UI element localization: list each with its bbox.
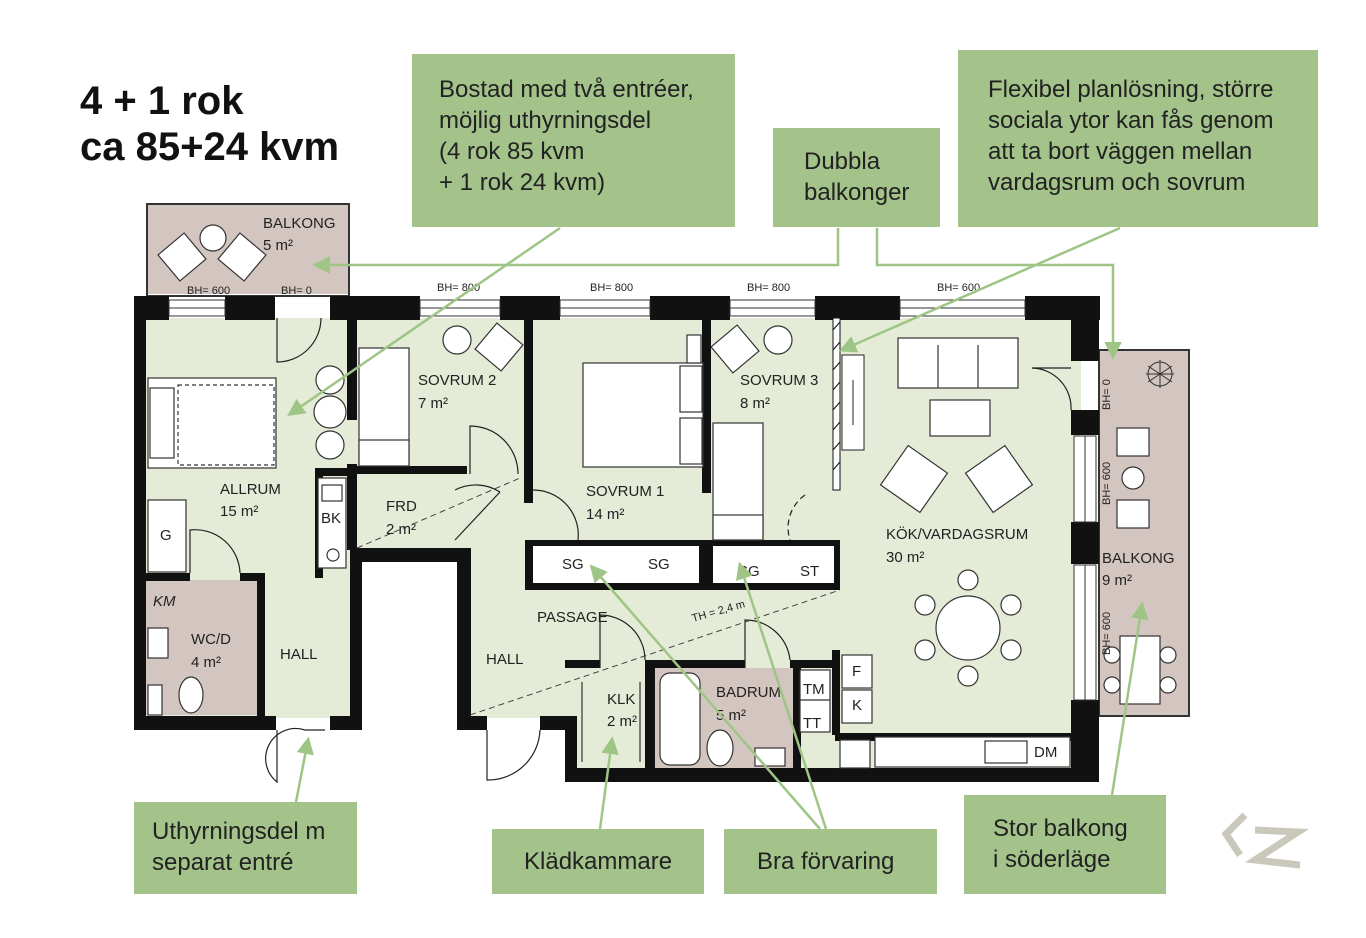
door-swings bbox=[189, 317, 1072, 784]
frd-area: 2 m² bbox=[386, 521, 416, 538]
callout-walk-in-closet: Klädkammare bbox=[492, 829, 704, 894]
callout-line: + 1 rok 24 kvm) bbox=[439, 169, 606, 196]
sg-label-2: SG bbox=[648, 556, 670, 573]
sg-label-1: SG bbox=[562, 556, 584, 573]
callout-big-balcony: Stor balkong i söderläge bbox=[964, 795, 1166, 894]
sovrum2-name: SOVRUM 2 bbox=[418, 372, 496, 389]
title-area: ca 85+24 kvm bbox=[80, 125, 340, 169]
callout-line: Bra förvaring bbox=[757, 848, 895, 875]
g-label: G bbox=[160, 527, 172, 544]
callout-line: Stor balkong bbox=[993, 815, 1128, 842]
balcony-big-area: 9 m² bbox=[1102, 572, 1132, 589]
callout-storage: Bra förvaring bbox=[724, 829, 937, 894]
bh-label: BH= 600 bbox=[187, 285, 230, 297]
callout-line: Flexibel planlösning, större bbox=[988, 76, 1274, 103]
passage-label: PASSAGE bbox=[537, 609, 608, 626]
callout-line: (4 rok 85 kvm bbox=[439, 138, 585, 165]
frd-name: FRD bbox=[386, 498, 417, 515]
callout-line: Uthyrningsdel m bbox=[152, 818, 326, 845]
badrum-name: BADRUM bbox=[716, 684, 781, 701]
arrow-rental-entrance bbox=[294, 736, 314, 803]
dashed-dividers bbox=[356, 477, 841, 716]
arrow-two-entrances bbox=[287, 226, 561, 416]
removable-partition bbox=[832, 317, 865, 491]
callout-two-entrances: Bostad med två entréer, möjlig uthyrning… bbox=[412, 54, 735, 227]
callout-flexible-layout: Flexibel planlösning, större sociala yto… bbox=[958, 50, 1318, 227]
klk-area: 2 m² bbox=[607, 713, 637, 730]
arrow-balcony-right bbox=[875, 228, 1122, 360]
klk-name: KLK bbox=[607, 691, 635, 708]
dm-label: DM bbox=[1034, 744, 1057, 761]
furniture bbox=[147, 224, 1177, 769]
f-label: F bbox=[852, 663, 861, 680]
plant-icon bbox=[1146, 360, 1174, 388]
kok-area: 30 m² bbox=[886, 549, 924, 566]
brand-logo bbox=[1221, 812, 1310, 869]
title-rooms: 4 + 1 rok bbox=[80, 79, 244, 123]
room-labels: BALKONG 5 m² ALLRUM 15 m² SOVRUM 2 7 m² … bbox=[191, 215, 1175, 730]
bh-label: BH= 600 bbox=[937, 282, 980, 294]
tt-label: TT bbox=[803, 715, 821, 732]
sovrum1-name: SOVRUM 1 bbox=[586, 483, 664, 500]
exterior-walls bbox=[134, 296, 1100, 782]
callout-rental-part: Uthyrningsdel m separat entré bbox=[134, 802, 357, 894]
callout-arrows bbox=[287, 226, 1149, 830]
arrow-big-balcony bbox=[1110, 601, 1149, 796]
arrow-balcony-left bbox=[312, 228, 840, 274]
balcony-small-area: 5 m² bbox=[263, 237, 293, 254]
wc-name: WC/D bbox=[191, 631, 231, 648]
arrow-storage-1 bbox=[589, 564, 821, 830]
callout-line: Klädkammare bbox=[524, 848, 673, 875]
kok-name: KÖK/VARDAGSRUM bbox=[886, 525, 1028, 543]
callout-line: separat entré bbox=[152, 849, 294, 876]
callout-line: att ta bort väggen mellan bbox=[988, 138, 1253, 165]
hall-mid-label: HALL bbox=[486, 651, 524, 668]
balcony-big-name: BALKONG bbox=[1102, 550, 1175, 567]
callout-line: vardagsrum och sovrum bbox=[988, 169, 1246, 196]
sovrum1-area: 14 m² bbox=[586, 506, 624, 523]
bh-label: BH= 0 bbox=[281, 285, 312, 297]
callout-line: balkonger bbox=[804, 179, 910, 206]
bh-label: BH= 600 bbox=[1101, 462, 1113, 505]
allrum-name: ALLRUM bbox=[220, 481, 281, 498]
arrow-walk-in bbox=[598, 736, 619, 830]
windows bbox=[168, 299, 1097, 701]
callout-line: Dubbla bbox=[804, 148, 881, 175]
km-label: KM bbox=[153, 593, 176, 610]
balcony-small-name: BALKONG bbox=[263, 215, 336, 232]
allrum-area: 15 m² bbox=[220, 503, 258, 520]
sovrum2-area: 7 m² bbox=[418, 395, 448, 412]
stairwell-cutout bbox=[362, 560, 457, 720]
k-label: K bbox=[852, 697, 862, 714]
sovrum3-name: SOVRUM 3 bbox=[740, 372, 818, 389]
st-label: ST bbox=[800, 563, 819, 580]
callout-line: möjlig uthyrningsdel bbox=[439, 107, 652, 134]
hall-left-label: HALL bbox=[280, 646, 318, 663]
callout-line: i söderläge bbox=[993, 846, 1111, 873]
callout-double-balconies: Dubbla balkonger bbox=[773, 128, 940, 227]
arrow-flexible bbox=[838, 226, 1121, 353]
arrow-storage-2 bbox=[736, 561, 828, 830]
bh-label: BH= 600 bbox=[1101, 612, 1113, 655]
bh-label: BH= 800 bbox=[747, 282, 790, 294]
fixture-labels: SG SG SG ST BK G KM F K TM TT DM bbox=[153, 510, 1057, 761]
bh-label: BH= 0 bbox=[1101, 379, 1113, 410]
tm-label: TM bbox=[803, 681, 825, 698]
callout-line: sociala ytor kan fås genom bbox=[988, 107, 1274, 134]
bk-label: BK bbox=[321, 510, 341, 527]
sovrum3-area: 8 m² bbox=[740, 395, 770, 412]
plan-title: 4 + 1 rok ca 85+24 kvm bbox=[80, 78, 339, 170]
wc-area: 4 m² bbox=[191, 654, 221, 671]
bh-label: BH= 800 bbox=[590, 282, 633, 294]
callout-line: Bostad med två entréer, bbox=[439, 76, 694, 103]
